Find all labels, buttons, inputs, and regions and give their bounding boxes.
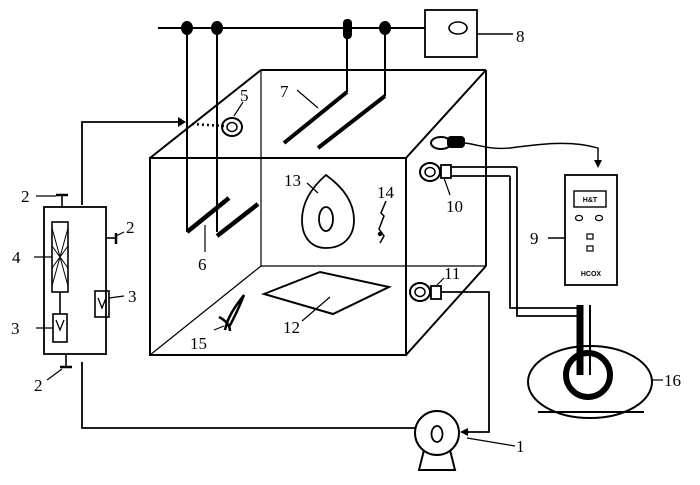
label-8: 8: [516, 27, 525, 46]
hcho-meter-9: H&T HCOX: [548, 174, 618, 286]
label-1: 1: [516, 437, 525, 456]
port-10: [419, 162, 517, 196]
bus-node: [181, 21, 193, 35]
bus-node: [211, 21, 223, 35]
label-2-bottom: 2: [34, 376, 43, 395]
power-bus: [158, 19, 425, 39]
label-10: 10: [446, 197, 463, 216]
label-7: 7: [280, 82, 289, 101]
purification-column: [34, 193, 125, 381]
fan-15: [213, 294, 246, 332]
meter-display: [573, 190, 607, 208]
label-14: 14: [377, 183, 395, 202]
label-16: 16: [664, 371, 681, 390]
gas-loop-piping: [81, 117, 415, 429]
label-2-top: 2: [21, 187, 30, 206]
label-6: 6: [198, 255, 207, 274]
controller-knob-icon: [448, 21, 468, 35]
meter-button: [586, 233, 594, 240]
controller-box: [424, 9, 513, 58]
heater-electrodes-6: [185, 34, 260, 252]
sensor-probe-14: [377, 200, 387, 244]
label-9: 9: [530, 229, 539, 248]
pump-1: [414, 410, 516, 471]
meter-brand-text: HCOX: [581, 271, 602, 278]
label-13: 13: [284, 171, 301, 190]
inlet-port-5: [191, 101, 244, 137]
label-3-right: 3: [128, 287, 137, 306]
chamber-box: [149, 69, 487, 356]
vessel-13: [301, 173, 355, 249]
heater-electrodes-7: [282, 34, 387, 150]
label-5: 5: [240, 86, 249, 105]
meter-button: [586, 245, 594, 252]
label-11: 11: [444, 264, 460, 283]
label-3-left: 3: [11, 319, 20, 338]
meter-button: [594, 214, 604, 222]
label-12: 12: [283, 318, 300, 337]
meter-button: [574, 214, 584, 222]
label-15: 15: [190, 334, 207, 353]
meter-probe-plug: [430, 136, 602, 168]
port-11: [409, 277, 490, 436]
sample-plate-12: [260, 270, 393, 322]
coil-bath-16: [527, 345, 663, 419]
meter-display-text: H&T: [583, 197, 598, 204]
label-2-right: 2: [126, 218, 135, 237]
bus-node: [343, 19, 352, 39]
label-4: 4: [12, 248, 21, 267]
hose-to-coil: [509, 167, 591, 375]
bus-node: [379, 21, 391, 35]
